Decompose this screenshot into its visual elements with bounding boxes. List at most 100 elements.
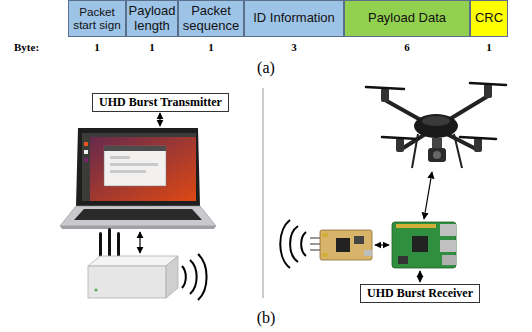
node-text: CRC — [475, 11, 503, 25]
double-arrow — [139, 232, 140, 253]
double-arrow — [424, 172, 432, 219]
radio-waves — [280, 220, 290, 268]
divider-line — [263, 88, 264, 298]
drone-icon — [432, 138, 442, 148]
antenna-cable — [310, 243, 320, 244]
antenna-cable — [310, 237, 320, 238]
usrp-device — [88, 228, 178, 298]
packet-field: Packet sequence — [178, 0, 244, 37]
drone-icon — [433, 151, 441, 159]
antenna-cable — [310, 249, 320, 250]
subfigure-label: (a) — [257, 60, 275, 76]
node-text: Packet start sign — [71, 6, 123, 32]
raspberry-pi — [398, 256, 408, 264]
sdr-board — [322, 253, 328, 257]
packet-field: CRC — [470, 0, 508, 37]
drone-icon — [470, 83, 506, 85]
antenna-cable — [310, 238, 320, 250]
drone-icon — [422, 116, 450, 126]
raspberry-pi — [440, 240, 456, 252]
byte-count: Byte: — [14, 42, 39, 53]
laptop-icon — [60, 128, 216, 229]
usrp-device — [88, 266, 166, 298]
laptop-icon — [84, 158, 88, 162]
drone-icon — [382, 137, 418, 139]
byte-count: 1 — [486, 42, 492, 53]
byte-count: 6 — [404, 42, 410, 53]
raspberry-pi — [392, 222, 456, 268]
node-text: Payload Data — [368, 11, 446, 25]
node-text: ID Information — [253, 11, 335, 25]
laptop-icon — [110, 170, 146, 173]
sdr-board — [322, 233, 328, 237]
raspberry-pi — [392, 222, 456, 268]
radio-waves — [301, 232, 306, 256]
packet-field: Payload length — [126, 0, 178, 37]
label-box: UHD Burst Transmitter — [92, 93, 229, 112]
byte-count: 1 — [94, 42, 100, 53]
node-text: UHD Burst Transmitter — [99, 95, 222, 110]
radio-waves — [182, 266, 186, 288]
sdr-board — [320, 230, 372, 260]
laptop-icon — [82, 137, 90, 201]
drone-icon — [414, 114, 458, 138]
usrp-device — [117, 232, 120, 258]
radio-waves — [182, 254, 207, 300]
laptop-icon — [82, 133, 196, 201]
laptop-icon — [76, 128, 200, 206]
laptop-icon — [60, 226, 216, 229]
usrp-device — [108, 228, 111, 258]
raspberry-pi — [440, 224, 456, 236]
packet-field: Payload Data — [344, 0, 470, 37]
laptop-icon — [84, 150, 88, 154]
usrp-device — [99, 232, 102, 258]
byte-count: 3 — [291, 42, 297, 53]
usrp-device — [166, 256, 178, 298]
usrp-device — [95, 289, 98, 292]
radio-waves — [190, 260, 197, 294]
packet-field: ID Information — [244, 0, 344, 37]
laptop-icon — [104, 146, 166, 151]
subfigure-label: (b) — [257, 310, 276, 326]
drone-icon — [366, 83, 506, 139]
byte-count: 1 — [208, 42, 214, 53]
drone-icon — [381, 84, 492, 152]
drone-icon — [396, 138, 404, 152]
sdr-board — [320, 230, 372, 260]
drone-icon — [412, 134, 462, 168]
sdr-board — [354, 236, 364, 244]
radio-waves — [280, 220, 306, 268]
double-arrow — [159, 113, 160, 126]
laptop-icon — [74, 209, 202, 220]
double-arrow — [419, 271, 420, 282]
drone-icon — [474, 138, 482, 152]
usrp-device — [88, 256, 178, 266]
node-text: Packet sequence — [181, 4, 241, 33]
drone-icon — [460, 137, 496, 139]
laptop-icon — [110, 163, 158, 166]
raspberry-pi — [412, 236, 428, 252]
laptop-icon — [104, 146, 166, 186]
laptop-icon — [82, 133, 196, 137]
drone-icon — [366, 87, 404, 89]
raspberry-pi — [442, 255, 456, 265]
byte-count: 1 — [149, 42, 155, 53]
drone-icon — [412, 134, 418, 168]
radio-waves — [198, 254, 207, 300]
radio-waves — [290, 226, 298, 262]
label-box: UHD Burst Receiver — [360, 284, 480, 303]
laptop-icon — [84, 142, 88, 146]
sdr-board — [364, 250, 372, 256]
drone-icon — [428, 148, 446, 162]
drone-icon — [366, 83, 506, 168]
raspberry-pi — [396, 224, 436, 228]
node-text: UHD Burst Receiver — [367, 286, 473, 301]
sdr-board — [336, 238, 350, 252]
drone-icon — [381, 88, 389, 102]
double-arrow — [140, 113, 432, 282]
laptop-icon — [60, 206, 216, 226]
drone-icon — [484, 84, 492, 98]
packet-field: Packet start sign — [68, 0, 126, 37]
double-arrow — [375, 244, 389, 245]
